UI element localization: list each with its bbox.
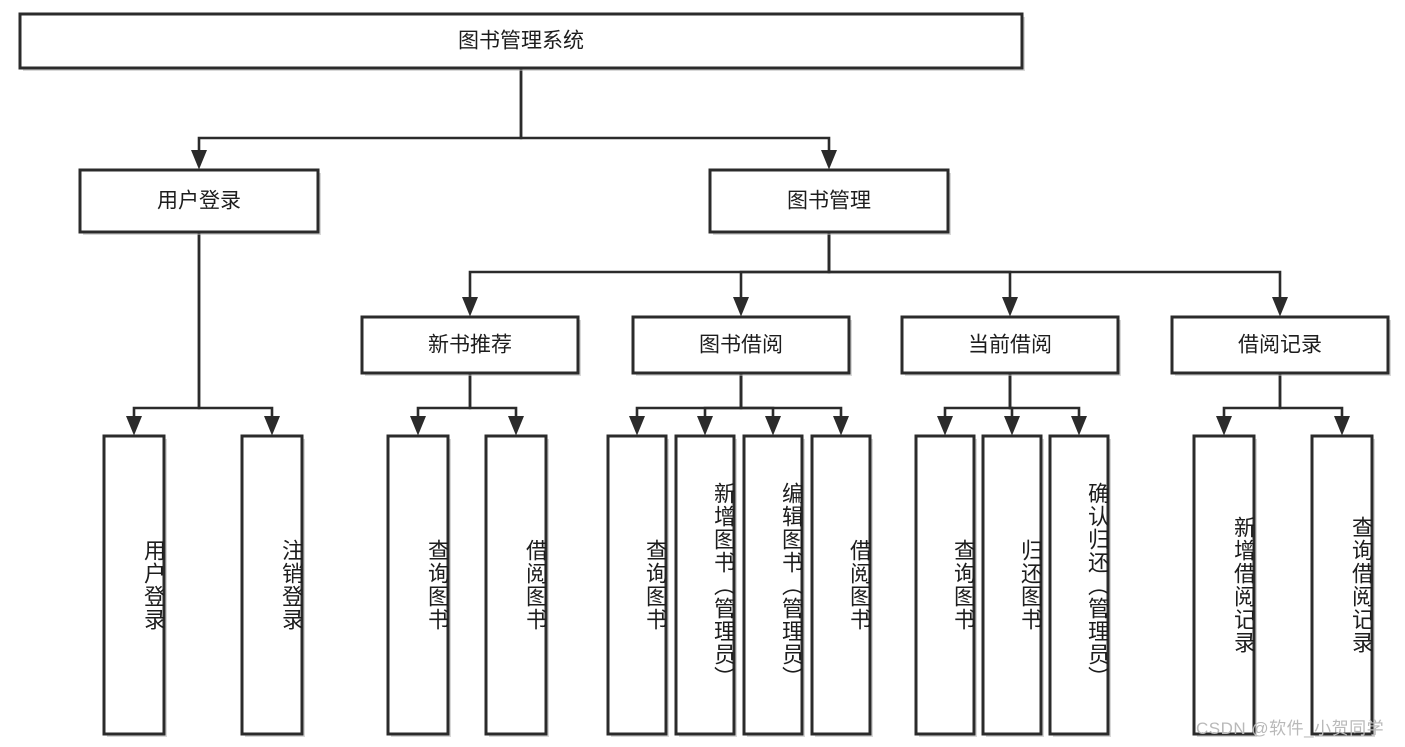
node-label: 用户登录 — [157, 190, 241, 213]
node-rect[interactable] — [240, 434, 304, 736]
connector-n-book-mgmt-to-n-current-borrow — [827, 232, 1018, 317]
node-l-cb-query[interactable] — [914, 434, 977, 737]
arrow-head-icon — [765, 416, 781, 436]
connector-n-book-borrow-to-l-bb-add — [697, 373, 743, 436]
node-l-bb-borrow[interactable] — [810, 434, 873, 737]
node-rect[interactable] — [484, 434, 548, 736]
arrow-head-icon — [126, 416, 142, 436]
node-rect[interactable] — [360, 315, 580, 375]
node-rect[interactable] — [631, 315, 851, 375]
arrow-head-icon — [1334, 416, 1350, 436]
node-n-book-mgmt[interactable]: 图书管理 — [708, 168, 951, 235]
arrow-head-icon — [629, 416, 645, 436]
node-rect[interactable] — [78, 168, 320, 234]
connector-n-book-borrow-to-l-bb-edit — [739, 373, 781, 436]
arrow-head-icon — [191, 150, 207, 170]
node-label: 图书管理系统 — [458, 30, 584, 53]
arrow-head-icon — [508, 416, 524, 436]
csdn-watermark: CSDN @软件_小贺同学 — [1196, 719, 1385, 738]
node-rect[interactable] — [1310, 434, 1374, 736]
node-rect[interactable] — [981, 434, 1043, 736]
arrow-head-icon — [1004, 416, 1020, 436]
arrow-head-icon — [462, 297, 478, 317]
node-l-cb-confirm[interactable] — [1048, 434, 1111, 737]
arrow-head-icon — [937, 416, 953, 436]
node-rect[interactable] — [606, 434, 668, 736]
node-root[interactable]: 图书管理系统 — [18, 12, 1025, 71]
connector-n-user-login-to-l-user-login — [126, 232, 201, 436]
connector-n-new-book-rec-to-l-rec-query — [410, 373, 472, 436]
connector-n-book-borrow-to-l-bb-borrow — [739, 373, 849, 436]
arrow-head-icon — [697, 416, 713, 436]
node-rect[interactable] — [18, 12, 1024, 70]
node-n-current-borrow[interactable]: 当前借阅 — [900, 315, 1121, 376]
connector-n-book-borrow-to-l-bb-query — [629, 373, 743, 436]
node-label: 当前借阅 — [968, 334, 1052, 357]
arrow-head-icon — [733, 297, 749, 317]
arrow-head-icon — [264, 416, 280, 436]
connector-n-user-login-to-l-user-logout — [197, 232, 280, 436]
node-n-new-book-rec[interactable]: 新书推荐 — [360, 315, 581, 376]
node-l-rec-query[interactable] — [386, 434, 451, 737]
node-n-book-borrow[interactable]: 图书借阅 — [631, 315, 852, 376]
node-rect[interactable] — [674, 434, 736, 736]
arrow-head-icon — [1272, 297, 1288, 317]
connector-root-to-n-book-mgmt — [519, 68, 837, 170]
arrow-head-icon — [410, 416, 426, 436]
node-l-rec-borrow[interactable] — [484, 434, 549, 737]
node-l-br-query[interactable] — [1310, 434, 1375, 737]
arrow-head-icon — [1002, 297, 1018, 317]
node-rect[interactable] — [810, 434, 872, 736]
node-l-cb-return[interactable] — [981, 434, 1044, 737]
node-rect[interactable] — [1192, 434, 1256, 736]
node-rect[interactable] — [900, 315, 1120, 375]
node-l-bb-query[interactable] — [606, 434, 669, 737]
arrow-head-icon — [821, 150, 837, 170]
connector-n-book-mgmt-to-n-book-borrow — [733, 232, 831, 317]
connector-n-borrow-record-to-l-br-query — [1278, 373, 1350, 436]
connector-n-new-book-rec-to-l-rec-borrow — [468, 373, 524, 436]
node-l-bb-edit[interactable] — [742, 434, 805, 737]
node-l-user-logout[interactable] — [240, 434, 305, 737]
connector-n-current-borrow-to-l-cb-query — [937, 373, 1012, 436]
node-rect[interactable] — [1048, 434, 1110, 736]
node-label: 图书借阅 — [699, 334, 783, 357]
connector-root-to-n-user-login — [191, 68, 523, 170]
arrow-head-icon — [833, 416, 849, 436]
node-rect[interactable] — [386, 434, 450, 736]
arrow-head-icon — [1071, 416, 1087, 436]
connector-layer — [126, 68, 1350, 436]
node-rect[interactable] — [742, 434, 804, 736]
node-label: 新书推荐 — [428, 334, 512, 357]
connector-n-book-mgmt-to-n-new-book-rec — [462, 232, 831, 317]
node-rect[interactable] — [102, 434, 166, 736]
arrow-head-icon — [1216, 416, 1232, 436]
node-l-br-add[interactable] — [1192, 434, 1257, 737]
node-n-user-login[interactable]: 用户登录 — [78, 168, 321, 235]
connector-n-borrow-record-to-l-br-add — [1216, 373, 1282, 436]
node-rect[interactable] — [708, 168, 950, 234]
connector-n-current-borrow-to-l-cb-return — [1004, 373, 1020, 436]
connector-n-current-borrow-to-l-cb-confirm — [1008, 373, 1087, 436]
node-label: 图书管理 — [787, 190, 871, 213]
node-l-user-login[interactable] — [102, 434, 167, 737]
node-rect[interactable] — [914, 434, 976, 736]
node-rect[interactable] — [1170, 315, 1390, 375]
node-l-bb-add[interactable] — [674, 434, 737, 737]
connector-n-book-mgmt-to-n-borrow-record — [827, 232, 1288, 317]
node-label: 借阅记录 — [1238, 334, 1322, 357]
node-n-borrow-record[interactable]: 借阅记录 — [1170, 315, 1391, 376]
